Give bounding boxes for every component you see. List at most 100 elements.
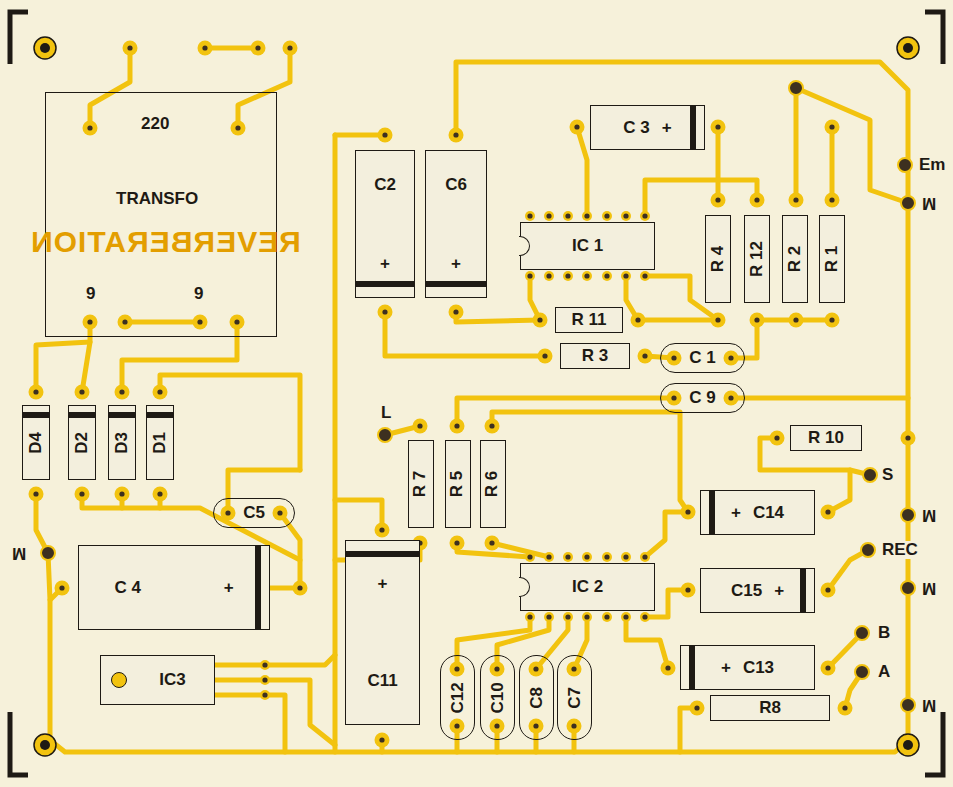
component-label: +: [451, 255, 461, 273]
component-label: R8: [759, 699, 781, 717]
drill-hole: [255, 45, 260, 50]
drill-hole: [33, 491, 38, 496]
component-label: R 3: [582, 347, 608, 365]
component-label: C 4: [114, 579, 140, 597]
resistor-body: R 11: [555, 307, 623, 333]
component-label: C 1: [689, 349, 715, 367]
copper-trace: [645, 512, 688, 557]
resistor-body: R 1: [819, 215, 845, 303]
drill-hole: [454, 666, 459, 671]
solder-pad: [724, 391, 739, 406]
drill-hole: [202, 45, 207, 50]
drill-hole: [379, 737, 384, 742]
polarity-band: [346, 551, 419, 557]
solder-pad: [123, 41, 138, 56]
capacitor-body: C2+: [355, 150, 415, 298]
drill-hole: [287, 45, 292, 50]
drill-hole: [262, 662, 267, 667]
ic-pin-pad: [602, 612, 612, 622]
drill-hole: [87, 319, 92, 324]
connection-pad: [901, 508, 915, 522]
capacitor-body: C8: [519, 655, 554, 740]
drill-hole: [197, 319, 202, 324]
ic-pin-pad: [640, 271, 650, 281]
resistor-body: R8: [710, 695, 830, 721]
drill-hole: [453, 132, 458, 137]
polarity-band: [255, 546, 261, 629]
pin-name: B: [876, 624, 892, 642]
drill-hole: [157, 491, 162, 496]
copper-traces: [36, 48, 908, 752]
copper-trace: [731, 396, 908, 401]
ic-pin-pad: [640, 552, 650, 562]
drill-hole: [494, 723, 499, 728]
drill-hole: [604, 273, 609, 278]
solder-pad: [711, 313, 726, 328]
polarity-band: [709, 491, 715, 534]
drill-hole: [715, 124, 720, 129]
resistor-body: R 3: [560, 343, 630, 369]
copper-trace: [645, 180, 757, 216]
capacitor-body: +C14: [700, 490, 815, 535]
drill-hole: [489, 423, 494, 428]
ic-pin-pad: [260, 675, 270, 685]
capacitor-body: C5: [213, 498, 295, 528]
component-label: C 9: [689, 389, 715, 407]
corner-bracket: [925, 712, 943, 775]
resistor-body: R 10: [790, 425, 862, 451]
drill-hole: [793, 197, 798, 202]
component-label: R 11: [572, 311, 607, 329]
component-label: +: [721, 659, 731, 677]
solder-pad: [667, 351, 682, 366]
solder-pad: [29, 487, 44, 502]
drill-hole: [665, 665, 670, 670]
copper-trace: [122, 322, 237, 392]
drill-hole: [642, 273, 647, 278]
ic-pin-pad: [640, 211, 650, 221]
diode-body: D3: [108, 405, 136, 480]
copper-trace: [82, 322, 90, 392]
component-label: R 5: [449, 471, 467, 497]
drill-hole: [829, 197, 834, 202]
drill-hole: [262, 677, 267, 682]
solder-pad: [378, 305, 393, 320]
solder-pad: [490, 719, 505, 734]
component-label: C10: [489, 682, 507, 713]
drill-hole: [527, 554, 532, 559]
ic-pin-pad: [544, 612, 554, 622]
solder-pad: [567, 662, 582, 677]
solder-pad: [413, 419, 428, 434]
solder-pad: [631, 313, 646, 328]
polarity-band: [69, 412, 95, 418]
drill-hole: [685, 587, 690, 592]
ic-pin-pad: [544, 552, 554, 562]
component-label: R 12: [748, 241, 766, 277]
solder-pad: [533, 313, 548, 328]
ic-pin-pad: [525, 612, 535, 622]
ic-pin-pad: [640, 612, 650, 622]
copper-trace: [36, 342, 90, 392]
drill-hole: [829, 317, 834, 322]
solder-pad: [449, 305, 464, 320]
ic-pin-pad: [260, 660, 270, 670]
drill-hole: [527, 213, 532, 218]
drill-hole: [754, 197, 759, 202]
connection-pad: [863, 468, 877, 482]
connection-pad: [901, 581, 915, 595]
solder-pad: [450, 419, 465, 434]
drill-hole: [119, 491, 124, 496]
copper-trace: [794, 88, 799, 200]
solder-pad: [485, 419, 500, 434]
drill-hole: [604, 213, 609, 218]
copper-trace: [716, 127, 721, 200]
ic-pin-pad: [563, 552, 573, 562]
drill-hole: [119, 389, 124, 394]
solder-pad: [153, 487, 168, 502]
connection-pad: [378, 428, 392, 442]
ic-pin-pad: [544, 211, 554, 221]
drill-hole: [825, 587, 830, 592]
copper-trace: [830, 127, 835, 200]
ic-pin-pad: [260, 690, 270, 700]
ic-notch: [519, 236, 530, 256]
transformer-outline: 220TRANSFO99: [45, 92, 277, 337]
